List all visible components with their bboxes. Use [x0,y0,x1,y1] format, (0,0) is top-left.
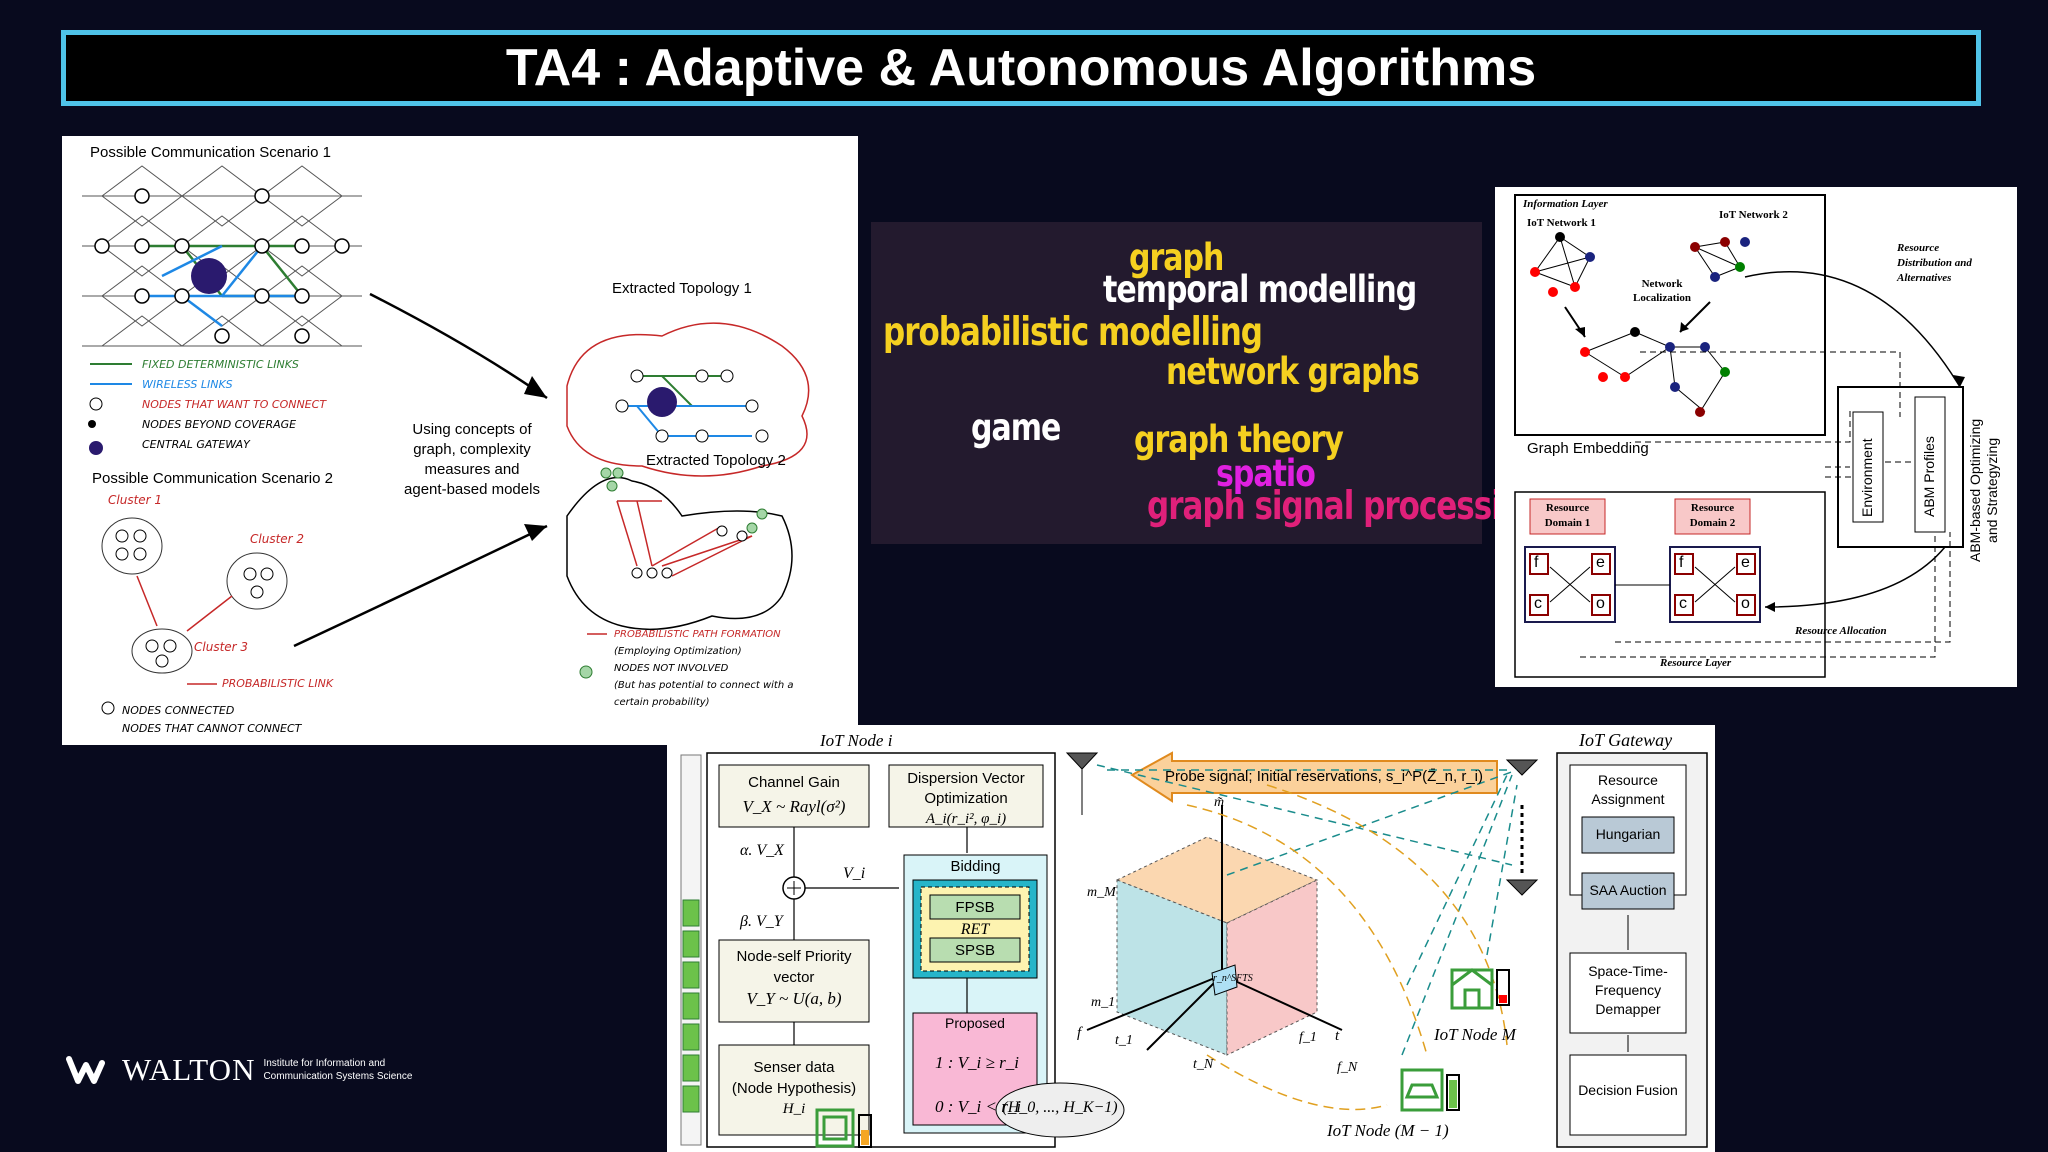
iot-node-i-label: IoT Node i [820,731,893,750]
alpha-vx-label: α. V_X [740,842,784,859]
axis-label-t1: t_1 [1115,1033,1133,1048]
iot-gateway-label: IoT Gateway [1579,730,1673,750]
information-resource-layer-figure: Information Layer IoT Network 1 IoT Netw… [1495,187,2017,687]
axis-label-tN: t_N [1193,1057,1214,1072]
cube-cell-label: r_n^SFTS [1213,973,1253,984]
proposed-label: Proposed [945,1015,1005,1031]
slide-title: TA4 : Adaptive & Autonomous Algorithms [505,39,1537,97]
domain2-cell-c: c [1679,595,1687,612]
axis-label-mM: m_M [1087,885,1116,900]
beta-vy-label: β. V_Y [740,913,783,930]
word-graph: graph [1129,236,1224,280]
domain1-cell-f: f [1534,554,1539,571]
axis-label-m-tilde: m̃ [1214,795,1225,810]
cluster-1-label: Cluster 1 [108,493,163,507]
bidding-label: Bidding [950,858,1001,875]
resource-layer-label: Resource Layer [1660,657,1732,669]
cluster-3-label: Cluster 3 [194,640,249,654]
keyword-word-cloud: graph temporal modelling probabilistic m… [871,222,1544,544]
word-network-graphs: network graphs [1166,350,1420,394]
scenario-2-label: Possible Communication Scenario 2 [92,470,333,487]
word-graph-signal-processing: graph signal processing [1147,484,1544,529]
domain2-cell-f: f [1679,554,1684,571]
fpsb-box: FPSB [955,899,995,916]
word-graph-theory: graph theory [1134,418,1344,462]
domain1-cell-c: c [1534,595,1542,612]
word-game: game [971,406,1061,450]
topology-2-label: Extracted Topology 2 [646,452,786,469]
axis-label-f1: f_1 [1299,1030,1317,1045]
cluster-2-label: Cluster 2 [250,532,305,546]
probabilistic-link-label: PROBABILISTIC LINK [222,677,334,690]
domain2-cell-e: e [1741,554,1750,571]
resource-allocation-label: Resource Allocation [1795,625,1887,637]
iot-network-1-label: IoT Network 1 [1527,217,1596,229]
scenario-1-label: Possible Communication Scenario 1 [90,144,331,161]
saa-auction-box: SAA Auction [1589,882,1667,898]
hypotheses-label: (H_0, ..., H_K−1) [1002,1099,1118,1116]
spsb-box: SPSB [954,942,996,959]
topology-1-label: Extracted Topology 1 [612,280,752,297]
domain1-cell-e: e [1596,554,1605,571]
walton-logo-word: WALTON [122,1052,256,1087]
graph-embedding-label: Graph Embedding [1527,440,1649,457]
word-spatio: spatio [1216,452,1316,496]
walton-logo-icon [66,1056,105,1084]
word-temporal-modelling: temporal modelling [1103,268,1417,312]
information-layer-label: Information Layer [1523,198,1608,210]
scenario-drawing [82,165,810,715]
iot-node-m-label: IoT Node M [1434,1025,1516,1044]
legend-scenario-1: FIXED DETERMINISTIC LINKS WIRELESS LINKS… [142,358,327,451]
axis-label-fN: f_N [1337,1060,1358,1075]
word-probabilistic-modelling: probabilistic modelling [883,310,1263,355]
slide-title-box: TA4 : Adaptive & Autonomous Algorithms [61,30,1981,106]
auction-diagram [680,751,1708,1148]
ret-label: RET [960,921,990,938]
senser-data-box: Senser data(Node Hypothesis)H_i [731,1059,857,1117]
vi-label: V_i [843,865,866,882]
axis-label-m1: m_1 [1091,995,1116,1010]
hungarian-box: Hungarian [1595,826,1661,842]
probe-signal-label: Probe signal; Initial reservations, s_i^… [1164,768,1483,785]
iot-network-2-label: IoT Network 2 [1719,209,1788,221]
domain2-cell-o: o [1741,595,1750,612]
legend-topology-2: PROBABILISTIC PATH FORMATION (Employing … [614,629,794,708]
iot-node-m-minus-1-label: IoT Node (M − 1) [1327,1121,1449,1140]
axis-label-t: t [1335,1028,1340,1044]
domain1-cell-o: o [1596,595,1605,612]
decision-fusion-box: Decision Fusion [1578,1082,1678,1098]
communication-scenarios-figure: Possible Communication Scenario 1 Possib… [62,136,858,745]
axis-label-f: f [1077,1025,1082,1041]
layer-diagram [1514,194,1965,678]
